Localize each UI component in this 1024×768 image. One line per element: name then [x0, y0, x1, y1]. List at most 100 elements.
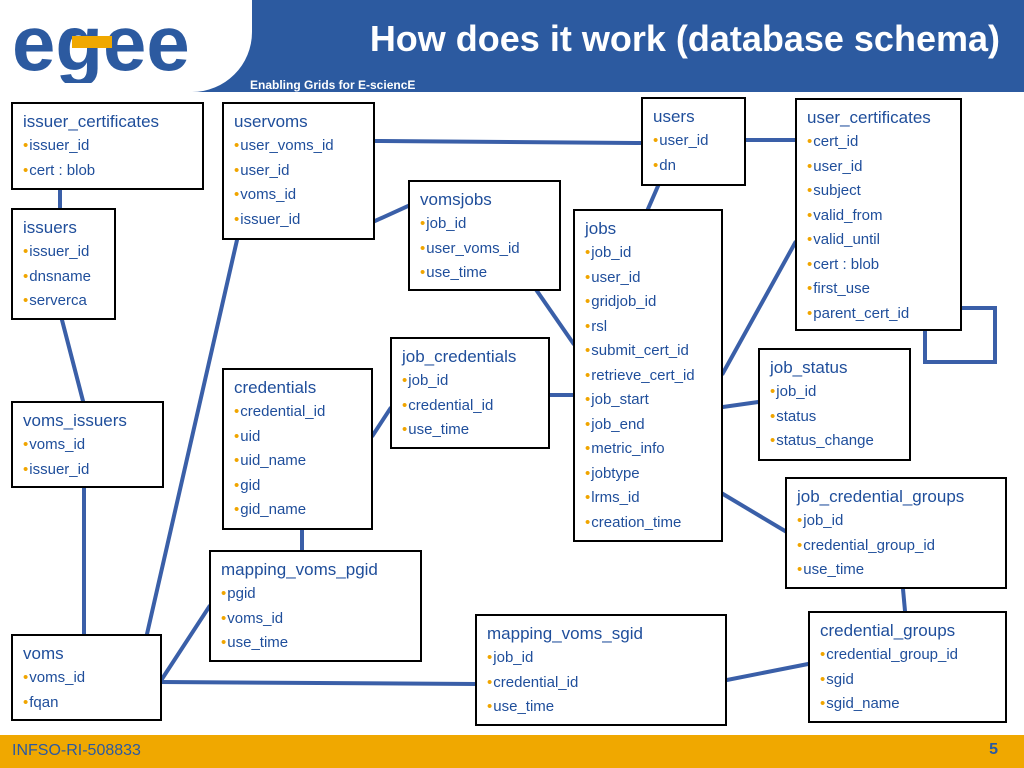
- link-issuers-vomsissuers: [59, 317, 86, 404]
- table-title: vomsjobs: [420, 190, 492, 209]
- table-field: job_id: [585, 241, 711, 266]
- table-field: job_id: [797, 509, 995, 534]
- link-uservoms-vomsjobs: [372, 203, 411, 224]
- table-field: job_end: [585, 413, 711, 438]
- table-field: use_time: [420, 261, 549, 286]
- table-field: sgid_name: [820, 692, 995, 717]
- link-jobs-jobcredgroups: [720, 491, 788, 534]
- egee-logo: egee: [12, 8, 190, 83]
- table-voms: voms voms_id fqan: [11, 634, 162, 721]
- table-field: credential_id: [234, 400, 361, 425]
- table-field: cert : blob: [23, 159, 192, 184]
- table-field: user_id: [234, 159, 363, 184]
- table-field: dn: [653, 154, 734, 179]
- link-users-jobs: [645, 183, 661, 212]
- table-field: credential_group_id: [820, 643, 995, 668]
- table-job-status: job_status job_id status status_change: [758, 348, 911, 461]
- link-jobs-usercerts: [720, 240, 798, 376]
- table-field: status: [770, 405, 899, 430]
- table-field: uid_name: [234, 449, 361, 474]
- table-field: job_id: [402, 369, 538, 394]
- table-voms-issuers: voms_issuers voms_id issuer_id: [11, 401, 164, 488]
- table-field: first_use: [807, 277, 950, 302]
- table-field: cert : blob: [807, 253, 950, 278]
- table-credentials: credentials credential_id uid uid_name g…: [222, 368, 373, 530]
- link-sgid-credgroups: [724, 661, 811, 683]
- logo-area: egee: [0, 0, 252, 92]
- table-title: issuers: [23, 218, 77, 237]
- table-users: users user_id dn: [641, 97, 746, 186]
- table-title: job_status: [770, 358, 848, 377]
- page-number: 5: [989, 741, 998, 758]
- link-voms-pgid: [159, 604, 212, 682]
- table-field: subject: [807, 179, 950, 204]
- table-field: rsl: [585, 315, 711, 340]
- table-title: mapping_voms_sgid: [487, 624, 643, 643]
- table-field: issuer_id: [23, 458, 152, 483]
- table-field: job_id: [420, 212, 549, 237]
- table-title: credentials: [234, 378, 317, 397]
- link-usercerts-self: [923, 306, 997, 364]
- table-title: mapping_voms_pgid: [221, 560, 378, 579]
- table-field: use_time: [221, 631, 410, 656]
- table-field: creation_time: [585, 511, 711, 536]
- link-credentials-jobcreds: [370, 406, 393, 438]
- table-field: cert_id: [807, 130, 950, 155]
- slide-title: How does it work (database schema): [369, 18, 1000, 59]
- table-issuer-certificates: issuer_certificates issuer_id cert : blo…: [11, 102, 204, 190]
- table-field: voms_id: [221, 607, 410, 632]
- table-field: lrms_id: [585, 486, 711, 511]
- table-field: gid_name: [234, 498, 361, 523]
- table-field: issuer_id: [23, 134, 192, 159]
- table-field: status_change: [770, 429, 899, 454]
- table-field: jobtype: [585, 462, 711, 487]
- link-uservoms-voms: [144, 237, 240, 637]
- table-field: use_time: [487, 695, 715, 720]
- table-field: issuer_id: [234, 208, 363, 233]
- table-field: job_id: [770, 380, 899, 405]
- table-field: credential_group_id: [797, 534, 995, 559]
- table-field: credential_id: [487, 671, 715, 696]
- table-vomsjobs: vomsjobs job_id user_voms_id use_time: [408, 180, 561, 291]
- table-field: valid_until: [807, 228, 950, 253]
- table-field: valid_from: [807, 204, 950, 229]
- table-title: job_credentials: [402, 347, 517, 366]
- table-field: metric_info: [585, 437, 711, 462]
- slide-subtitle: Enabling Grids for E-sciencE: [250, 78, 416, 92]
- table-field: dnsname: [23, 265, 104, 290]
- table-title: voms_issuers: [23, 411, 127, 430]
- table-uservoms: uservoms user_voms_id user_id voms_id is…: [222, 102, 375, 240]
- table-title: uservoms: [234, 112, 308, 131]
- table-credential-groups: credential_groups credential_group_id sg…: [808, 611, 1007, 723]
- link-uservoms-users: [372, 138, 644, 146]
- slide-footer: INFSO-RI-508833 5: [0, 735, 1024, 768]
- table-field: parent_cert_id: [807, 302, 950, 327]
- table-user-certificates: user_certificates cert_id user_id subjec…: [795, 98, 962, 331]
- table-field: user_id: [807, 155, 950, 180]
- table-title: voms: [23, 644, 64, 663]
- table-title: user_certificates: [807, 108, 931, 127]
- table-field: uid: [234, 425, 361, 450]
- link-voms-sgid: [159, 679, 478, 687]
- logo-accent-bar: [72, 36, 112, 48]
- table-field: gridjob_id: [585, 290, 711, 315]
- table-field: job_start: [585, 388, 711, 413]
- table-mapping-voms-pgid: mapping_voms_pgid pgid voms_id use_time: [209, 550, 422, 662]
- table-field: voms_id: [23, 666, 150, 691]
- table-field: gid: [234, 474, 361, 499]
- table-title: jobs: [585, 219, 617, 238]
- table-field: submit_cert_id: [585, 339, 711, 364]
- table-job-credential-groups: job_credential_groups job_id credential_…: [785, 477, 1007, 589]
- link-jobs-jobstatus: [720, 399, 761, 410]
- project-id: INFSO-RI-508833: [12, 742, 141, 759]
- table-field: issuer_id: [23, 240, 104, 265]
- table-field: voms_id: [234, 183, 363, 208]
- table-title: users: [653, 107, 695, 126]
- table-mapping-voms-sgid: mapping_voms_sgid job_id credential_id u…: [475, 614, 727, 726]
- table-field: user_voms_id: [234, 134, 363, 159]
- table-field: user_voms_id: [420, 237, 549, 262]
- table-field: credential_id: [402, 394, 538, 419]
- table-title: job_credential_groups: [797, 487, 965, 506]
- table-field: job_id: [487, 646, 715, 671]
